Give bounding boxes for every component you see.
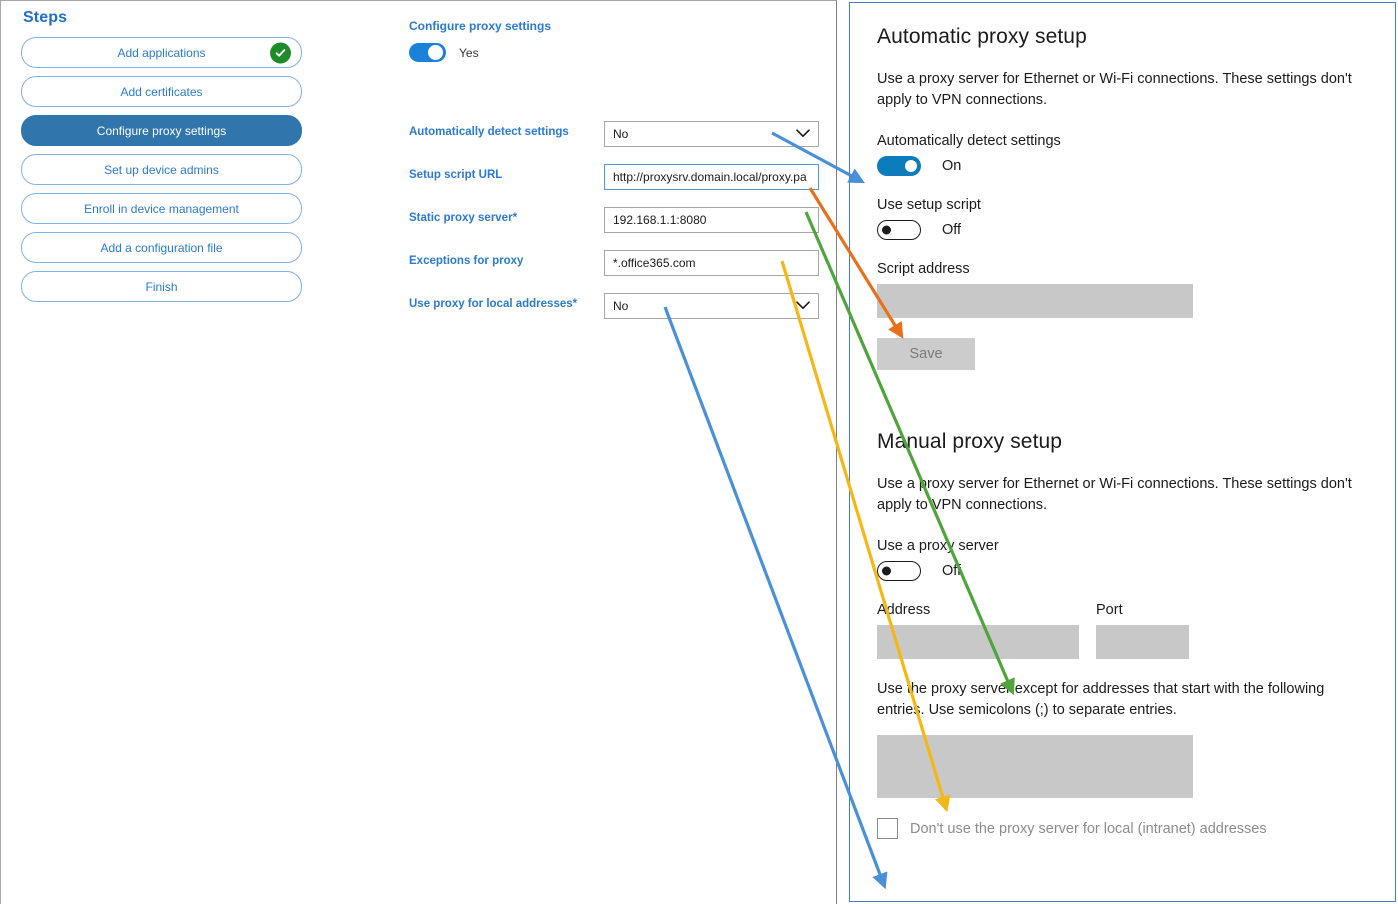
script-address-label: Script address: [877, 261, 970, 278]
configure-proxy-settings-toggle[interactable]: Yes: [409, 43, 829, 62]
toggle-knob: [882, 566, 891, 576]
steps-title: Steps: [23, 9, 68, 26]
use-a-proxy-server-label: Use a proxy server: [877, 538, 999, 555]
manual-proxy-setup-heading: Manual proxy setup: [877, 430, 1063, 454]
toggle-knob: [882, 225, 891, 235]
save-button[interactable]: Save: [877, 338, 975, 371]
input-static-proxy-server[interactable]: 192.168.1.1:8080: [604, 207, 819, 233]
field-label: Setup script URL: [409, 169, 502, 181]
select-automatically-detect-settings[interactable]: No: [604, 121, 819, 147]
address-input[interactable]: [877, 625, 1079, 660]
port-input[interactable]: [1096, 625, 1189, 660]
automatic-proxy-setup-description: Use a proxy server for Ethernet or Wi-Fi…: [877, 71, 1352, 109]
field-label-text: Static proxy server: [409, 212, 513, 224]
sidebar-item-label: Finish: [145, 279, 178, 294]
field-use-proxy-for-local-addresses: Use proxy for local addresses* No: [409, 293, 829, 319]
form-legend: Configure proxy settings: [409, 19, 552, 33]
toggle-value-label: Yes: [459, 45, 479, 60]
chevron-down-icon: [796, 299, 810, 313]
sidebar-item-enroll-in-device-management[interactable]: Enroll in device management: [21, 193, 302, 224]
sidebar-item-label: Enroll in device management: [84, 201, 239, 216]
steps-sidebar: Steps Add applications Add certificates …: [21, 9, 302, 310]
field-setup-script-url: Setup script URL http://proxysrv.domain.…: [409, 164, 829, 190]
toggle-track[interactable]: [877, 156, 921, 177]
proxy-settings-form: Configure proxy settings Yes Automatical…: [409, 19, 829, 319]
input-value: *.office365.com: [613, 256, 696, 270]
field-label-text: Use proxy for local addresses: [409, 298, 573, 310]
toggle-state-label: Off: [942, 563, 962, 580]
wizard-pane: Steps Add applications Add certificates …: [0, 0, 837, 904]
manual-proxy-setup-description: Use a proxy server for Ethernet or Wi-Fi…: [877, 476, 1352, 514]
sidebar-item-label: Set up device admins: [104, 162, 219, 177]
script-address-input[interactable]: [877, 284, 1193, 319]
bypass-local-addresses-checkbox[interactable]: [877, 818, 898, 840]
automatic-proxy-setup-heading: Automatic proxy setup: [877, 25, 1087, 48]
field-label-text: Exceptions for proxy: [409, 255, 524, 267]
exceptions-description: Use the proxy server except for addresse…: [877, 681, 1325, 719]
field-label: Automatically detect settings: [409, 126, 569, 138]
bypass-local-addresses-row[interactable]: Don't use the proxy server for local (in…: [877, 818, 1365, 840]
field-label: Static proxy server*: [409, 212, 517, 224]
sidebar-item-add-applications[interactable]: Add applications: [21, 37, 302, 68]
field-label: Use proxy for local addresses*: [409, 298, 577, 310]
field-automatically-detect-settings: Automatically detect settings No: [409, 121, 829, 147]
address-port-group: Address Port: [877, 602, 1365, 660]
windows-proxy-settings-panel: Automatic proxy setup Use a proxy server…: [849, 2, 1396, 902]
address-group: Address: [877, 602, 1079, 660]
use-setup-script-toggle[interactable]: Off: [877, 220, 1365, 241]
port-group: Port: [1096, 602, 1189, 660]
input-exceptions-for-proxy[interactable]: *.office365.com: [604, 250, 819, 276]
toggle-track[interactable]: [877, 561, 921, 582]
address-label: Address: [877, 602, 931, 619]
toggle-track[interactable]: [877, 220, 921, 241]
field-exceptions-for-proxy: Exceptions for proxy *.office365.com: [409, 250, 829, 276]
required-marker: *: [572, 298, 578, 310]
field-label-text: Automatically detect settings: [409, 126, 569, 138]
sidebar-item-finish[interactable]: Finish: [21, 271, 302, 302]
field-label-text: Setup script URL: [409, 169, 503, 181]
chevron-down-icon: [796, 127, 810, 141]
sidebar-item-set-up-device-admins[interactable]: Set up device admins: [21, 154, 302, 185]
sidebar-item-label: Add a configuration file: [100, 240, 223, 255]
use-setup-script-label: Use setup script: [877, 197, 981, 214]
select-value: No: [613, 299, 629, 313]
sidebar-item-label: Add certificates: [120, 84, 203, 99]
field-label: Exceptions for proxy: [409, 255, 523, 267]
toggle-knob: [905, 160, 917, 173]
select-value: No: [613, 127, 629, 141]
toggle-state-label: On: [942, 158, 962, 175]
field-static-proxy-server: Static proxy server* 192.168.1.1:8080: [409, 207, 829, 233]
input-setup-script-url[interactable]: http://proxysrv.domain.local/proxy.pa: [604, 164, 819, 190]
sidebar-item-add-a-configuration-file[interactable]: Add a configuration file: [21, 232, 302, 263]
bypass-local-addresses-label: Don't use the proxy server for local (in…: [910, 820, 1267, 837]
section-spacer: [877, 370, 1365, 396]
input-value: 192.168.1.1:8080: [613, 213, 707, 227]
automatically-detect-settings-label: Automatically detect settings: [877, 133, 1061, 150]
toggle-state-label: Off: [942, 222, 962, 239]
toggle-track[interactable]: [409, 43, 446, 62]
sidebar-item-configure-proxy-settings[interactable]: Configure proxy settings: [21, 115, 302, 146]
exceptions-input[interactable]: [877, 735, 1193, 799]
check-circle-icon: [270, 42, 291, 63]
sidebar-item-add-certificates[interactable]: Add certificates: [21, 76, 302, 107]
input-value: http://proxysrv.domain.local/proxy.pa: [613, 170, 807, 184]
use-a-proxy-server-toggle[interactable]: Off: [877, 561, 1365, 582]
automatically-detect-settings-toggle[interactable]: On: [877, 156, 1365, 177]
toggle-knob: [428, 45, 443, 60]
sidebar-item-label: Add applications: [117, 45, 206, 60]
sidebar-item-label: Configure proxy settings: [96, 123, 227, 138]
port-label: Port: [1096, 602, 1123, 619]
required-marker: *: [512, 212, 518, 224]
select-use-proxy-for-local-addresses[interactable]: No: [604, 293, 819, 319]
